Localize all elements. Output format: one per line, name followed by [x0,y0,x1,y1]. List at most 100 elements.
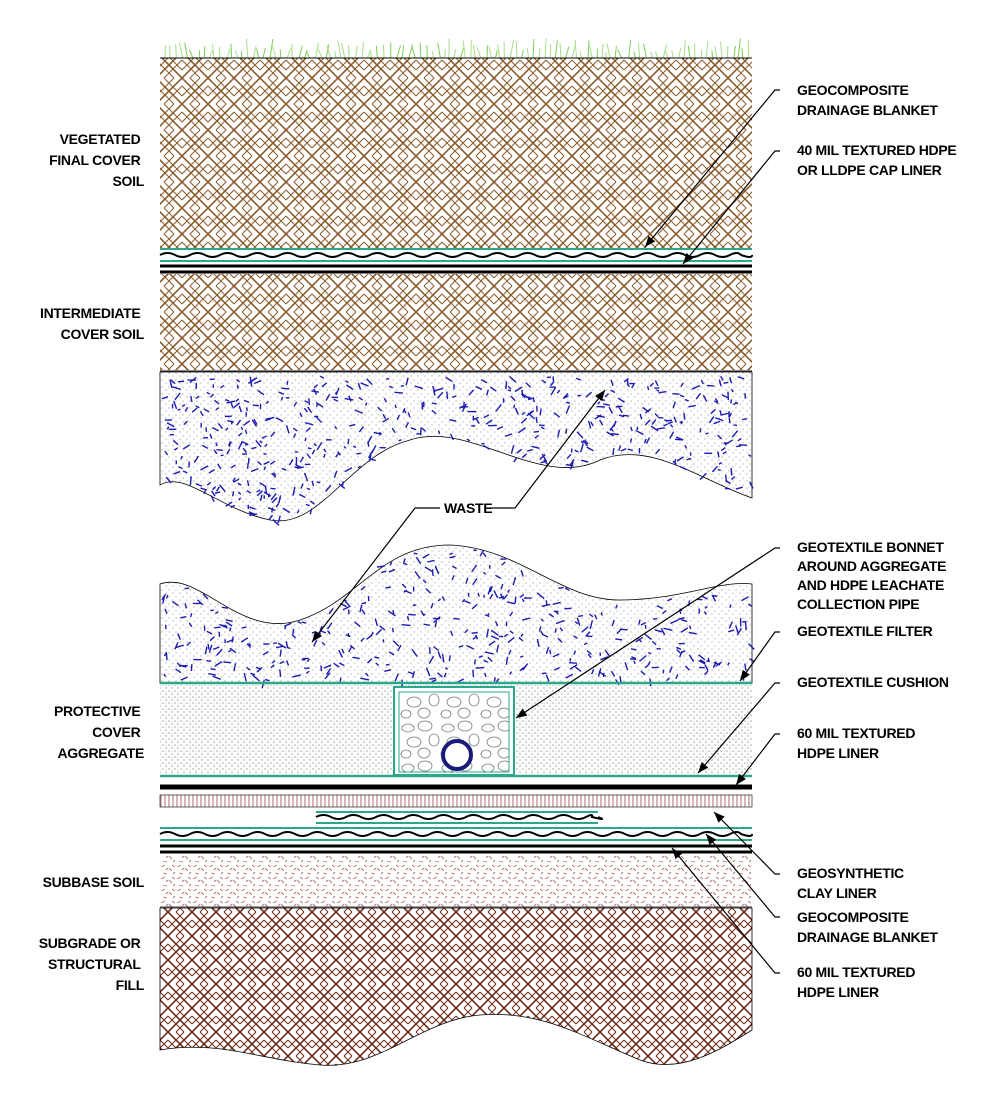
waste-debris-mark [441,596,446,602]
waste-debris-mark [498,595,505,599]
waste-debris-mark [251,419,258,427]
waste-debris-mark [307,447,312,450]
waste-debris-mark [215,486,220,492]
waste-debris-mark [196,599,204,606]
waste-debris-mark [203,408,210,413]
waste-debris-mark [241,626,247,629]
grass-blade [315,42,319,59]
waste-debris-mark [701,595,708,600]
waste-debris-mark [518,636,524,642]
waste-debris-mark [729,376,733,384]
waste-debris-mark [407,412,411,418]
grass-blade [230,43,233,59]
waste-debris-mark [227,649,232,653]
waste-debris-mark [299,456,305,463]
waste-debris-mark [640,670,646,676]
waste-debris-mark [539,408,542,416]
waste-debris-mark [200,487,208,491]
waste-debris-mark [586,650,592,655]
waste-debris-mark [705,432,709,435]
waste-debris-mark [313,388,318,396]
waste-debris-mark [303,407,308,413]
waste-debris-mark [548,613,554,618]
grass-blade [601,43,604,59]
waste-debris-mark [216,648,223,656]
waste-debris-mark [226,638,234,643]
waste-debris-mark [259,440,263,444]
grass-blade [279,48,282,59]
waste-debris-mark [583,642,588,646]
waste-debris-mark [398,439,402,442]
grass-blade [188,49,194,59]
waste-debris-mark [652,617,658,620]
waste-debris-mark [656,389,660,392]
waste-debris-mark [275,645,284,649]
waste-debris-mark [536,638,540,647]
waste-debris-mark [471,631,478,634]
waste-debris-mark [270,431,276,438]
waste-debris-mark [582,439,589,447]
waste-debris-mark [516,448,523,454]
waste-debris-mark [285,425,290,434]
waste-debris-mark [505,656,509,665]
waste-debris-mark [431,409,437,415]
grass-blade [544,38,547,59]
waste-debris-mark [183,420,188,426]
waste-debris-mark [549,649,552,655]
waste-debris-mark [533,430,539,433]
waste-debris-mark [698,654,706,661]
waste-debris-mark [587,420,592,429]
waste-debris-mark [535,416,538,424]
waste-debris-mark [688,631,697,635]
waste-debris-mark [598,670,607,677]
waste-debris-mark [257,389,265,396]
waste-debris-mark [610,433,619,436]
waste-debris-mark [541,453,548,462]
grass-blade [369,49,373,59]
waste-debris-mark [691,384,701,390]
waste-debris-mark [209,636,216,642]
waste-debris-mark [215,407,220,411]
waste-debris-mark [380,570,387,574]
waste-debris-mark [292,427,298,432]
waste-debris-mark [387,610,396,617]
waste-debris-mark [541,672,547,675]
waste-debris-mark [645,437,651,444]
waste-debris-mark [257,461,262,466]
waste-debris-mark [343,445,347,449]
waste-debris-mark [680,627,689,633]
waste-debris-mark [565,428,568,434]
waste-debris-mark [662,609,667,615]
waste-debris-mark [304,437,307,442]
waste-debris-mark [574,621,579,625]
waste-debris-mark [441,653,445,663]
waste-debris-mark [415,556,422,565]
waste-debris-mark [600,656,609,661]
waste-debris-mark [660,628,666,636]
label-subbase-soil: SUBBASE SOIL [43,874,145,890]
leader-lines [311,89,780,974]
waste-debris-mark [292,628,295,635]
waste-debris-mark [392,640,400,647]
waste-debris-mark [333,470,338,478]
grass-blade [633,51,636,59]
label-waste: WASTE [444,500,492,516]
waste-debris-mark [644,408,652,414]
waste-debris-mark [569,459,575,466]
waste-debris-mark [603,403,611,407]
waste-debris-mark [238,497,242,501]
waste-debris-mark [333,398,339,402]
waste-debris-mark [557,429,561,438]
waste-debris-mark [541,379,547,384]
waste-debris-mark [299,493,306,499]
waste-debris-mark [296,509,300,514]
waste-debris-mark [541,633,549,638]
waste-debris-mark [615,638,623,641]
waste-debris-mark [226,400,236,404]
waste-debris-mark [675,674,679,680]
waste-debris-mark [579,443,584,453]
waste-debris-mark [306,658,310,663]
waste-debris-mark [681,618,688,623]
waste-debris-mark [251,446,257,450]
waste-debris-mark [238,405,242,413]
